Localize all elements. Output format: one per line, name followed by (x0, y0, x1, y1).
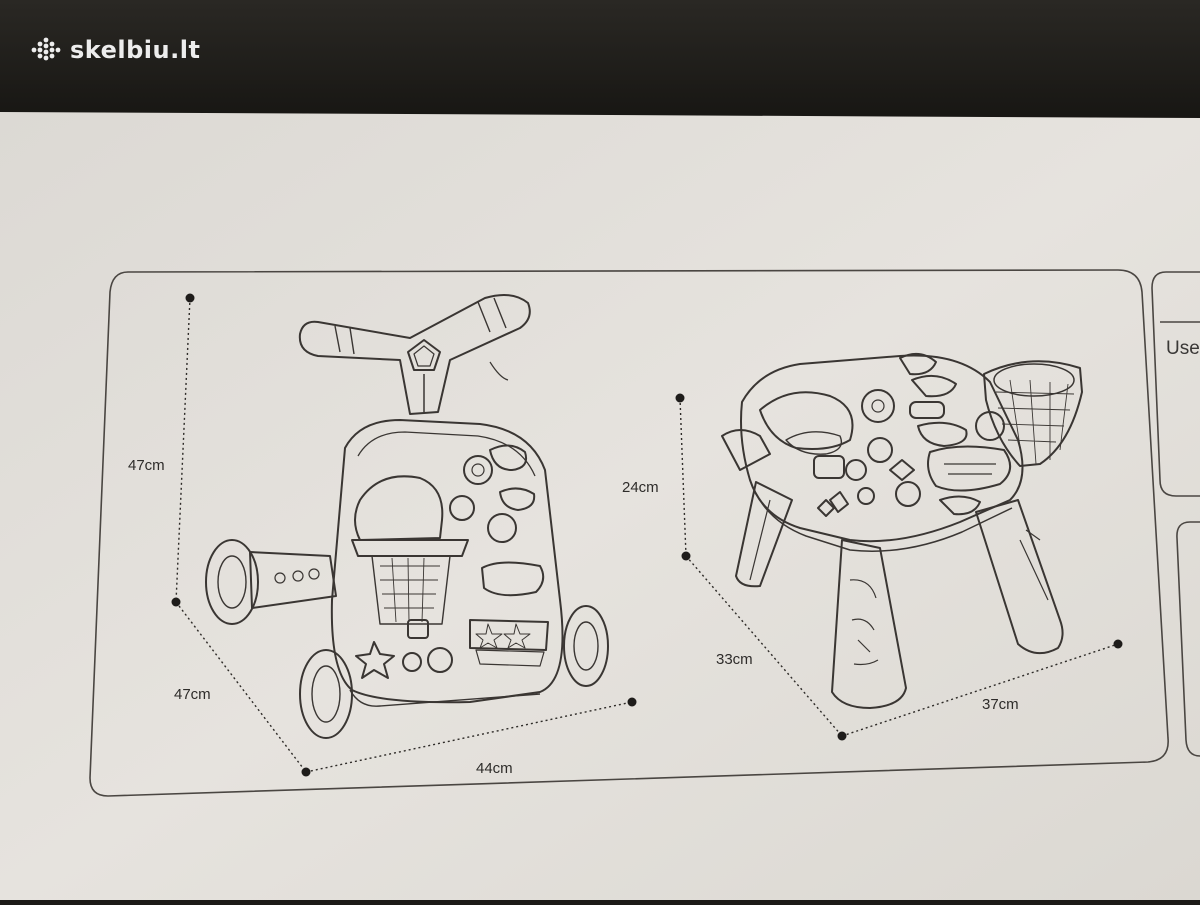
table-depth-label: 33cm (716, 651, 753, 668)
dots-logo-icon (31, 37, 61, 61)
side-panel-border-bottom (1176, 521, 1200, 757)
diagram-panel-border (89, 269, 1169, 797)
side-panel-border-top (1151, 271, 1200, 497)
watermark: skelbiu.lt (30, 36, 200, 64)
table-width-label: 37cm (982, 696, 1019, 713)
table-dimension-lines (679, 397, 1119, 737)
walker-width-label: 44cm (476, 760, 513, 777)
table-height-label: 24cm (622, 479, 659, 496)
table-dimension-points (675, 393, 1123, 741)
watermark-text: skelbiu.lt (70, 36, 201, 64)
walker-dimension-lines (175, 297, 633, 773)
walker-dimension-points (171, 293, 637, 777)
walker-illustration (205, 293, 609, 739)
walker-height-label: 47cm (128, 457, 165, 474)
walker-depth-label: 47cm (174, 686, 211, 703)
side-panel-text: Use (1166, 338, 1200, 359)
table-illustration (721, 352, 1083, 709)
